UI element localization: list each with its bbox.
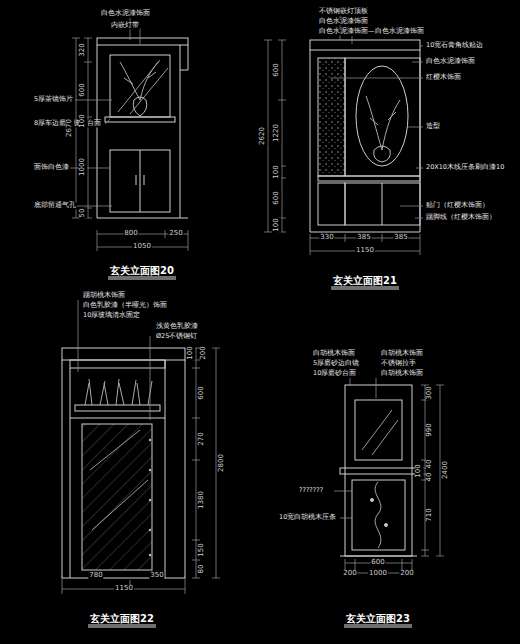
dimension-value: 2400 <box>442 460 450 480</box>
dimension-value: 100 <box>273 217 281 232</box>
dimension-value: 100 <box>79 113 87 128</box>
material-note: 白胡桃木饰面 <box>380 350 424 357</box>
dimension-value: 600 <box>79 82 87 97</box>
dimension-value: 40 <box>426 459 434 470</box>
material-note: 底部留通气孔 <box>33 202 77 209</box>
dimension-value: 2800 <box>218 453 226 473</box>
dimension-value: 2620 <box>259 126 267 146</box>
material-note: 5厚磨砂边白镜 <box>312 360 360 367</box>
dimension-value: 100 <box>415 463 423 478</box>
dimension-value: 600 <box>273 62 281 77</box>
dimension-value: 200 <box>399 570 414 578</box>
material-note: 白色乳胶漆（半哑光）饰面 <box>82 302 168 309</box>
dimension-value: 1150 <box>355 247 375 255</box>
material-note: 白色水泥漆饰面 <box>100 10 151 17</box>
dimension-value: 385 <box>356 234 371 242</box>
dimension-value: 2670 <box>66 118 74 138</box>
dimension-value: 710 <box>426 507 434 522</box>
view-title: 玄关立面图21 <box>331 275 399 290</box>
dimension-value: 200 <box>200 345 208 360</box>
material-note: 不锈钢嵌灯顶板 <box>318 8 369 15</box>
dimension-value: 100 <box>273 164 281 179</box>
material-note: 贴门（红樱木饰面） <box>425 202 490 209</box>
dimension-value: 270 <box>198 431 206 446</box>
dimension-value: 100 <box>187 345 195 360</box>
dimension-value: 990 <box>426 422 434 437</box>
dimension-value: 1050 <box>132 243 152 251</box>
dimension-value: 350 <box>149 572 164 580</box>
material-note: 白色水泥漆饰面 <box>318 18 369 25</box>
material-note: 白胡桃木饰面 <box>312 350 356 357</box>
view-title: 玄关立面图22 <box>88 613 156 628</box>
dimension-value: 385 <box>393 234 408 242</box>
material-note: ??????? <box>298 487 324 494</box>
dimension-value: 1220 <box>273 123 281 143</box>
dimension-value: 50 <box>79 208 87 219</box>
dimension-value: 150 <box>198 542 206 557</box>
material-note: 不锈钢拉手 <box>380 360 417 367</box>
material-note: 5厚茶镜饰片 <box>33 96 74 103</box>
dimension-value: 330 <box>319 234 334 242</box>
material-note: 10厚玻璃清水固定 <box>82 312 141 319</box>
dimension-value: 1000 <box>368 570 388 578</box>
view-title: 玄关立面图23 <box>344 613 412 628</box>
dimension-value: 1000 <box>79 157 87 177</box>
material-note: 面饰白色漆 <box>33 164 70 171</box>
material-note: 红樱木饰面 <box>425 74 462 81</box>
material-note: 造型 <box>425 123 441 130</box>
dimension-value: 800 <box>123 230 138 238</box>
material-note: 踢胡桃木饰面 <box>82 292 126 299</box>
material-note: 10宽白胡桃木压条 <box>278 514 337 521</box>
dimension-value: 1150 <box>114 585 134 593</box>
dimension-value: 300 <box>426 385 434 400</box>
material-note: 白胡桃木饰面 <box>380 370 424 377</box>
material-note: 10厚磨砂台面 <box>312 370 357 377</box>
dimension-value: 1380 <box>198 490 206 510</box>
material-note: 10宽石膏角线贴边 <box>425 42 484 49</box>
dimension-value: 250 <box>168 230 183 238</box>
material-note: 白色水泥漆饰面—白色水泥漆饰面 <box>318 28 425 35</box>
dimension-value: 320 <box>79 42 87 57</box>
view-title: 玄关立面图20 <box>108 265 176 280</box>
material-note: 内嵌灯带 <box>110 22 140 29</box>
dimension-value: 200 <box>342 570 357 578</box>
dimension-value: 780 <box>88 572 103 580</box>
material-note: Ø25不锈钢钉 <box>155 333 198 340</box>
dimension-value: 600 <box>273 190 281 205</box>
dimension-value: 600 <box>198 385 206 400</box>
material-note: 白色水泥漆饰面 <box>425 58 476 65</box>
dimension-value: 600 <box>370 559 385 567</box>
material-note: 20X10木线压条刷白漆10 <box>425 164 505 171</box>
material-note: 踢脚线（红樱木饰面） <box>425 214 497 221</box>
material-note: 浅黄色乳胶漆 <box>155 323 199 330</box>
dimension-value: 40 <box>426 472 434 483</box>
dimension-value: 80 <box>198 564 206 575</box>
